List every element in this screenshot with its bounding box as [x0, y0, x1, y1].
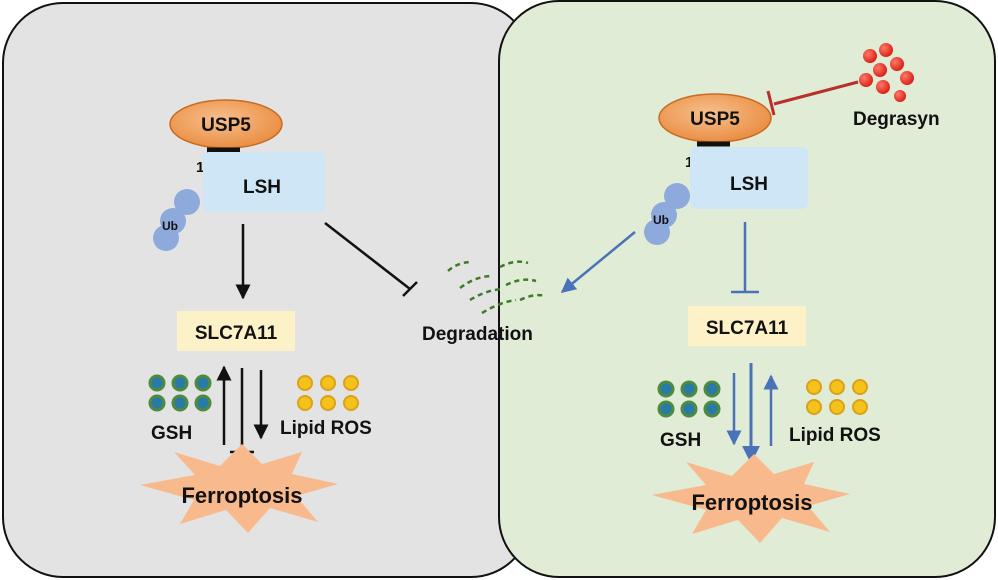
degradation-fragment — [469, 287, 504, 302]
gsh-dot — [703, 400, 721, 418]
gsh-dot — [657, 380, 675, 398]
drug-particle — [900, 71, 914, 85]
right-lsh-label: LSH — [730, 174, 768, 195]
left-usp5-label: USP5 — [201, 115, 251, 136]
right-lsh-box — [690, 147, 808, 209]
right-cell-panel: USP5 1-226 LSH Ub SLC7A11 — [498, 0, 996, 578]
drug-particle — [859, 73, 873, 87]
left-slc-box — [177, 311, 295, 351]
right-lsh-node: LSH — [690, 147, 808, 209]
right-ub-circle-top — [664, 183, 690, 209]
left-cell-panel: USP5 1-226 LSH Ub SLC7A11 — [2, 2, 532, 578]
left-ros-dots — [297, 375, 359, 411]
left-ferroptosis-burst — [140, 444, 338, 533]
drug-particle — [873, 63, 887, 77]
left-usp5-node: USP5 — [169, 99, 283, 149]
drug-particle — [876, 80, 890, 94]
left-ferroptosis-node: Ferroptosis — [140, 444, 338, 533]
ros-dot — [829, 379, 845, 395]
ros-dot — [320, 375, 336, 391]
degradation-fragment — [505, 278, 537, 287]
gsh-dot — [194, 374, 212, 392]
ros-dot — [806, 399, 822, 415]
degradation-label: Degradation — [422, 324, 533, 345]
left-inhibition-tee — [402, 281, 418, 297]
left-ub-circle-bottom — [153, 225, 179, 251]
ros-dot — [852, 399, 868, 415]
right-ferroptosis-node: Ferroptosis — [652, 454, 850, 543]
right-lipid-ros-label: Lipid ROS — [789, 425, 881, 446]
right-gsh-label: GSH — [660, 430, 701, 451]
right-usp5-label: USP5 — [690, 109, 740, 130]
ros-dot — [297, 395, 313, 411]
ros-dot — [320, 395, 336, 411]
right-ub-label: Ub — [653, 213, 669, 227]
right-ferroptosis-label: Ferroptosis — [691, 490, 812, 515]
left-lsh-node: LSH — [203, 152, 325, 212]
right-ros-dots — [806, 379, 868, 415]
degrasyn-inhibits-usp5 — [773, 80, 859, 106]
right-ub-circle-bottom — [644, 219, 670, 245]
left-ubiquitin: Ub — [153, 189, 200, 251]
left-ub-circle-top — [174, 189, 200, 215]
ros-dot — [343, 375, 359, 391]
gsh-dot — [194, 394, 212, 412]
left-ferroptosis-label: Ferroptosis — [181, 483, 302, 508]
right-ferroptosis-burst — [652, 454, 850, 543]
gsh-dot — [680, 380, 698, 398]
right-gsh-dots — [657, 380, 721, 418]
ros-dot — [297, 375, 313, 391]
gsh-dot — [171, 374, 189, 392]
degradation-fragment — [499, 260, 529, 269]
gsh-dot — [148, 394, 166, 412]
left-lsh-box — [203, 152, 325, 212]
ros-dot — [343, 395, 359, 411]
left-slc-label: SLC7A11 — [195, 323, 278, 344]
gsh-dot — [680, 400, 698, 418]
right-slc-box — [688, 306, 806, 346]
degradation-zone: Degradation — [422, 260, 547, 345]
degrasyn-drug: Degrasyn — [853, 43, 940, 130]
right-slc-label: SLC7A11 — [706, 318, 789, 339]
left-lipid-ros-label: Lipid ROS — [280, 418, 372, 439]
degradation-fragment — [447, 260, 473, 272]
left-lsh-inhibits-degradation — [324, 222, 411, 290]
left-lsh-label: LSH — [243, 177, 281, 198]
left-gsh-label: GSH — [151, 423, 192, 444]
ros-dot — [829, 399, 845, 415]
degrasyn-label: Degrasyn — [853, 109, 940, 130]
right-usp5-node: USP5 — [658, 93, 772, 143]
ros-dot — [852, 379, 868, 395]
right-ubiquitin: Ub — [644, 183, 690, 245]
right-slc7a11-node: SLC7A11 — [688, 306, 806, 346]
degradation-fragment — [459, 274, 493, 290]
right-ub-to-degradation-arrow — [560, 231, 636, 293]
drug-particle — [879, 43, 893, 57]
degradation-fragment — [481, 298, 517, 315]
drug-particle — [863, 49, 877, 63]
degradation-fragment — [519, 293, 547, 302]
gsh-dot — [148, 374, 166, 392]
gsh-dot — [703, 380, 721, 398]
left-slc7a11-node: SLC7A11 — [177, 311, 295, 351]
drug-particle — [894, 90, 906, 102]
left-gsh-dots — [148, 374, 212, 412]
left-ub-label: Ub — [162, 219, 178, 233]
ros-dot — [806, 379, 822, 395]
drug-particle — [890, 57, 904, 71]
degrasyn-inhibit-tee — [766, 90, 776, 116]
gsh-dot — [657, 400, 675, 418]
gsh-dot — [171, 394, 189, 412]
